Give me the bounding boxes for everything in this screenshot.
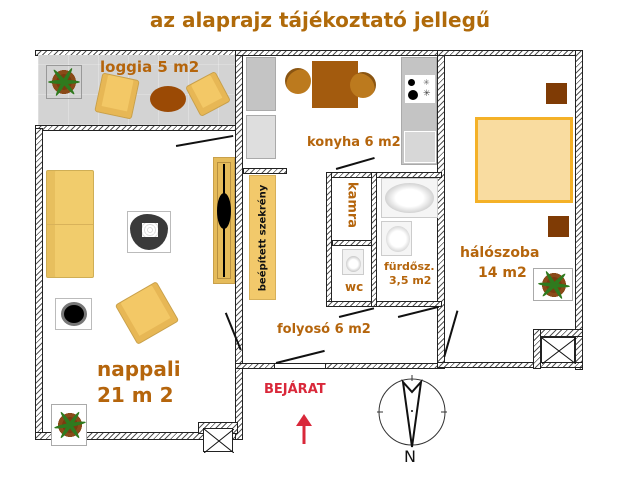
toilet-icon <box>346 256 361 272</box>
entrance-arrow-icon <box>296 414 312 444</box>
wc-toilet <box>342 249 364 275</box>
flower-vase-icon <box>142 223 158 237</box>
closet-top-wall <box>243 168 287 174</box>
shaft-wall-halo-left <box>533 329 541 369</box>
folyoso-label: folyosó 6 m2 <box>277 322 371 337</box>
entrance-door-opening <box>274 363 326 369</box>
coffee-table <box>130 214 168 250</box>
fridge <box>246 115 276 159</box>
nappali-left-wall <box>35 128 43 440</box>
halo-label: hálószoba <box>460 245 540 261</box>
halo-top-wall <box>437 50 583 56</box>
nappali-right-wall <box>235 50 243 440</box>
kitchen-counter-left <box>246 57 276 111</box>
door-swing-furdo <box>397 305 439 318</box>
washbasin <box>381 221 412 256</box>
konyha-right-wall <box>437 50 445 365</box>
plant-halo <box>533 268 573 301</box>
bath-block-mid-wall <box>371 172 377 307</box>
armchair-nappali <box>114 281 180 345</box>
kitchen-counter-right: ✳ ✳ <box>401 57 437 165</box>
wc-label: wc <box>345 280 364 294</box>
door-swing-halo <box>443 310 458 357</box>
burner-icon <box>408 90 418 100</box>
bed <box>475 117 573 203</box>
compass-icon <box>377 375 449 465</box>
furdoszoba-area: 3,5 m2 <box>389 274 432 287</box>
kamra-wc-wall <box>332 240 372 246</box>
plant-icon <box>48 67 80 97</box>
stove: ✳ ✳ <box>405 75 435 103</box>
konyha-label: konyha 6 m2 <box>307 135 401 150</box>
loggia-bottom-wall <box>35 125 243 131</box>
burner-small-icon: ✳ <box>423 89 431 99</box>
folyoso-bottom-wall <box>235 363 445 369</box>
bathtub-icon <box>385 183 434 213</box>
pouf-box <box>55 298 92 330</box>
furdoszoba-label: fürdősz. <box>384 260 435 273</box>
round-table-loggia <box>150 86 186 112</box>
wardrobe-label: beépített szekrény <box>257 184 269 292</box>
door-swing-konyha <box>335 157 375 170</box>
door-swing-loggia <box>175 134 234 147</box>
bathtub <box>381 178 438 218</box>
halo-area: 14 m2 <box>478 265 527 281</box>
plant-loggia <box>46 65 82 99</box>
shaft-nappali <box>203 428 234 453</box>
sink-counter <box>404 131 436 163</box>
nappali-area: 21 m 2 <box>97 383 174 407</box>
sofa <box>46 170 94 278</box>
nappali-label: nappali <box>97 357 181 381</box>
halo-right-wall <box>575 50 583 370</box>
kitchen-chair-left <box>279 62 317 100</box>
nightstand-top <box>546 83 567 104</box>
washbasin-icon <box>386 226 410 252</box>
door-swing-wc <box>338 307 375 318</box>
entrance-label: BEJÁRAT <box>264 382 326 397</box>
nightstand-bottom <box>548 216 569 237</box>
bath-block-bottom-wall <box>326 301 442 307</box>
plant-icon <box>537 270 571 300</box>
konyha-top-wall <box>235 50 447 56</box>
burner-icon <box>408 79 415 86</box>
halo-bottom-wall <box>437 362 583 368</box>
built-in-wardrobe: beépített szekrény <box>249 175 276 300</box>
plan-title: az alaprajz tájékoztató jellegű <box>149 8 491 32</box>
kamra-label: kamra <box>344 181 360 229</box>
plant-icon <box>53 410 87 440</box>
armchair-loggia-left <box>94 72 140 120</box>
shaft-halo <box>541 337 576 364</box>
tv-cabinet <box>213 157 235 284</box>
pouf <box>61 302 87 326</box>
coffee-table-box <box>127 211 171 253</box>
door-swing-entrance <box>275 349 325 364</box>
loggia-label: loggia 5 m2 <box>100 58 200 76</box>
plant-nappali <box>51 404 87 446</box>
compass-north-label: N <box>404 447 416 466</box>
burner-small-icon: ✳ <box>423 78 430 87</box>
